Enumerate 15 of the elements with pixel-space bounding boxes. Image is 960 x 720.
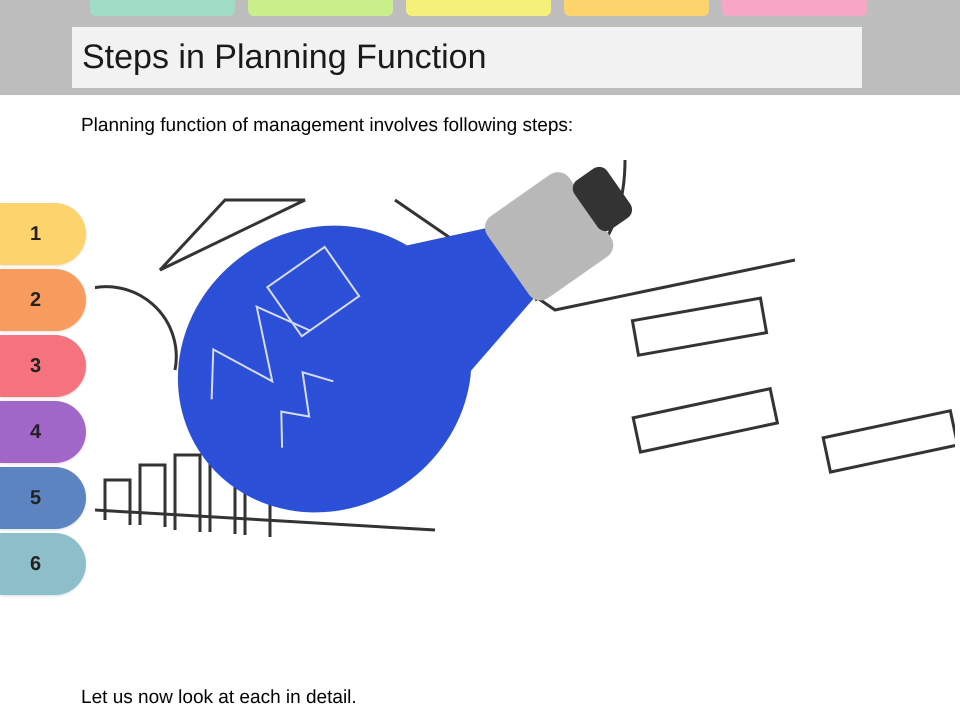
intro-text: Planning function of management involves following steps: <box>81 114 574 138</box>
step-number: 5 <box>30 486 42 511</box>
slide-title: Steps in Planning Function <box>82 37 486 78</box>
step-number-tab <box>0 203 86 265</box>
step-number: 6 <box>30 552 42 577</box>
step-number: 4 <box>30 420 42 445</box>
step-number-tab <box>0 401 86 463</box>
step-number-tab <box>0 467 86 529</box>
step-number-tab <box>0 335 86 397</box>
step-number: 2 <box>30 288 42 313</box>
step-number-tab <box>0 269 86 331</box>
step-number-tab <box>0 533 86 595</box>
step-number: 1 <box>30 222 42 247</box>
closing-text: Let us now look at each in detail. <box>81 686 357 710</box>
step-number: 3 <box>30 354 42 379</box>
